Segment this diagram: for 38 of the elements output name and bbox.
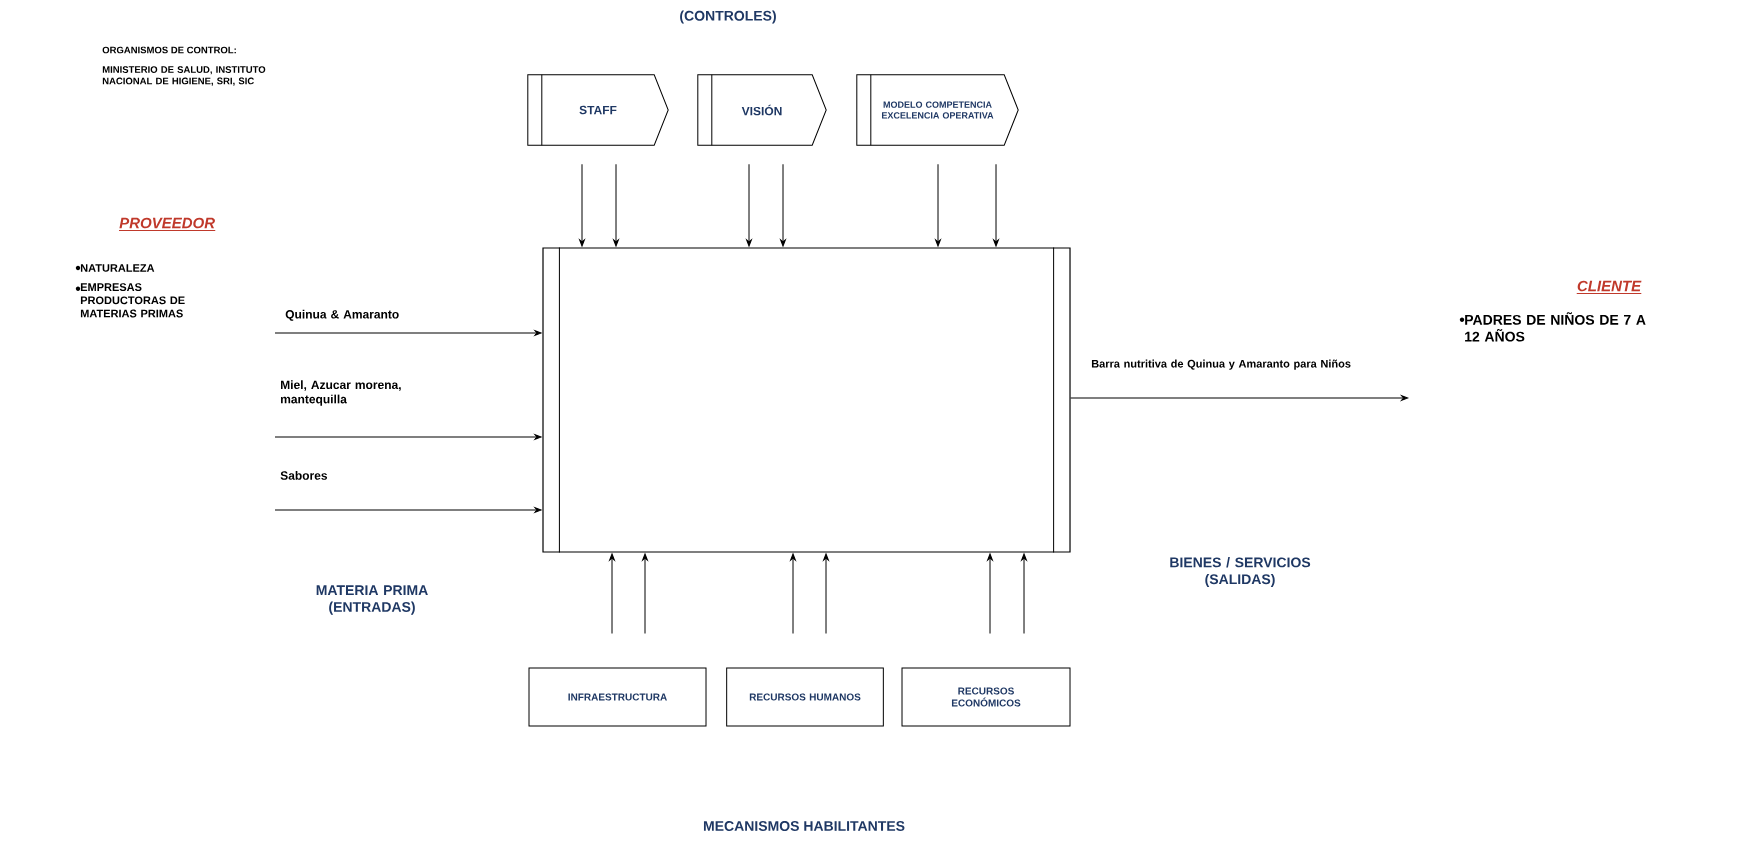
section-heading: BIENES / SERVICIOS (SALIDAS) (1170, 557, 1311, 587)
edge-label: Sabores (280, 471, 328, 480)
arrow (823, 553, 829, 634)
chevron-box: MODELO COMPETENCIA EXCELENCIA OPERATIVA (856, 74, 1019, 146)
resource-box: RECURSOS ECONÓMICOS (901, 667, 1071, 727)
edge-label: Barra nutritiva de Quinua y Amaranto para Niños (1091, 359, 1351, 370)
section-heading: MECANISMOS HABILITANTES (703, 821, 905, 831)
section-heading: (CONTROLES) (680, 10, 776, 24)
arrow (935, 163, 941, 247)
arrow (987, 553, 993, 634)
arrow (274, 434, 542, 440)
arrow (274, 330, 542, 336)
arrow (746, 163, 752, 247)
arrow (609, 553, 615, 634)
note-text: ORGANISMOS DE CONTROL: (102, 46, 236, 54)
chevron-box: STAFF (527, 74, 669, 146)
process-box (542, 246, 1071, 554)
arrow (780, 163, 786, 247)
role-heading: PROVEEDOR (118, 217, 216, 231)
arrow (642, 553, 648, 634)
chevron-box: VISIÓN (697, 74, 827, 146)
arrow (274, 507, 542, 513)
arrow (1070, 395, 1409, 401)
arrow (613, 163, 619, 247)
list-item: EMPRESAS PRODUCTORAS DE MATERIAS PRIMAS (75, 283, 185, 318)
edge-label: Quinua & Amaranto (285, 309, 399, 321)
resource-box: INFRAESTRUCTURA (528, 667, 707, 727)
list-item: NATURALEZA (75, 264, 155, 272)
arrow (993, 163, 999, 247)
arrow (790, 553, 796, 634)
arrow (579, 163, 585, 247)
note-text: MINISTERIO DE SALUD, INSTITUTO NACIONAL DE HIGIENE, SRI, SIC (102, 66, 266, 86)
list-item: PADRES DE NIÑOS DE 7 A 12 AÑOS (1459, 312, 1646, 342)
arrow (1021, 553, 1027, 634)
edge-label: Miel, Azucar morena, mantequilla (281, 380, 401, 406)
section-heading: MATERIA PRIMA (ENTRADAS) (316, 585, 428, 615)
role-heading: CLIENTE (1576, 280, 1642, 294)
resource-box: RECURSOS HUMANOS (726, 667, 884, 727)
